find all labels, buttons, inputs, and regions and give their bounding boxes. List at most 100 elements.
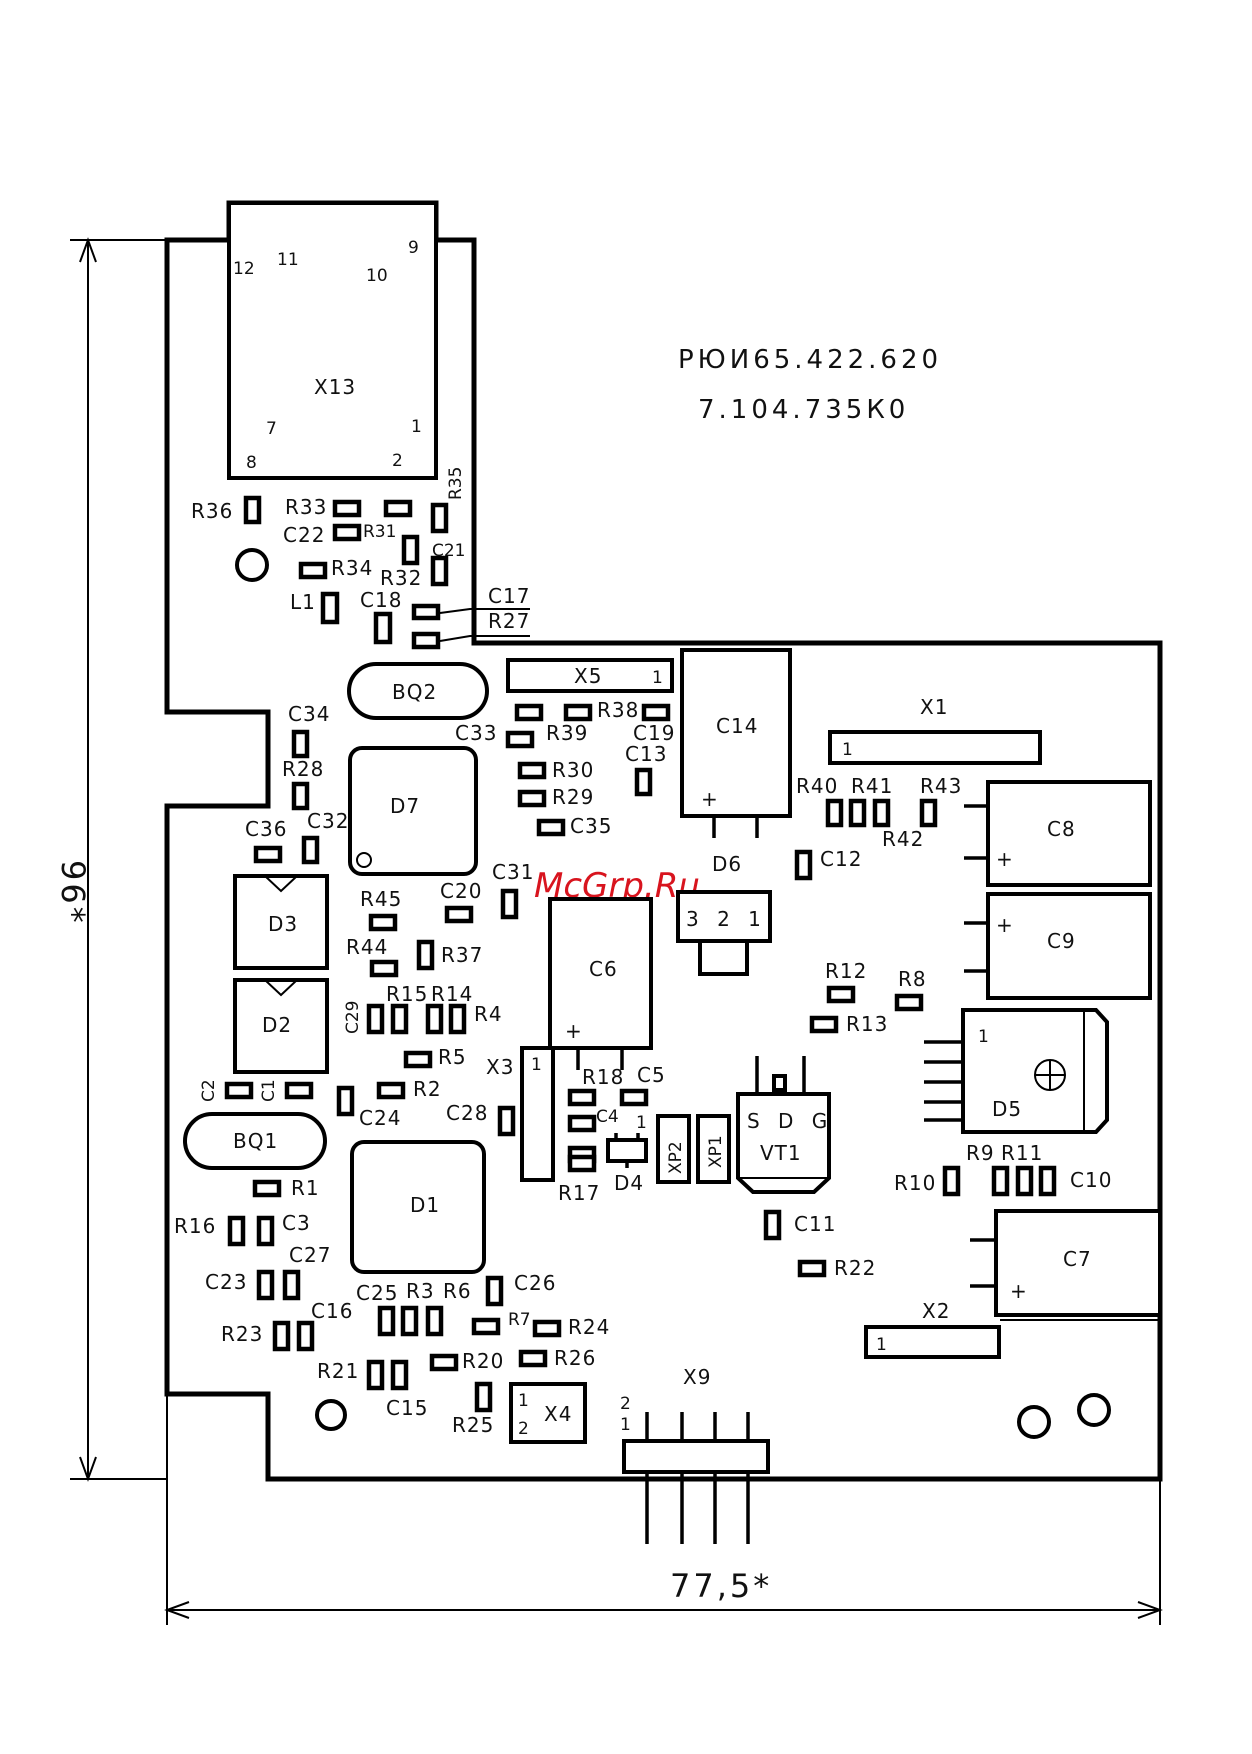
connector-x5 (506, 658, 674, 693)
x13-pin10: 10 (366, 266, 388, 286)
label-d6: D6 (712, 852, 742, 876)
pad-r43 (919, 798, 938, 828)
pad-c29 (366, 1003, 385, 1035)
pad-r9 (991, 1165, 1010, 1197)
label-r27: R27 (488, 609, 530, 633)
label-x9: X9 (683, 1365, 711, 1389)
label-r33: R33 (285, 495, 327, 519)
crystal-bq2 (347, 662, 489, 720)
mount-hole-2 (315, 1399, 347, 1431)
label-r34: R34 (331, 556, 373, 580)
pad-r28 (291, 781, 310, 811)
label-r10: R10 (894, 1171, 936, 1195)
label-r26: R26 (554, 1346, 596, 1370)
label-d4: D4 (614, 1171, 644, 1195)
connector-x9 (622, 1439, 770, 1474)
pad-r12 (826, 985, 856, 1004)
label-r43: R43 (920, 774, 962, 798)
pad-r42 (872, 798, 891, 828)
label-c32: C32 (307, 809, 349, 833)
x9-pin2: 2 (620, 1394, 631, 1414)
x2-pin1: 1 (876, 1335, 887, 1355)
pad-c13 (634, 767, 653, 797)
label-c26: C26 (514, 1271, 556, 1295)
label-c10: C10 (1070, 1168, 1112, 1192)
pad-r18 (567, 1088, 597, 1107)
pad-r29 (517, 789, 547, 808)
pad-r34 (298, 561, 328, 580)
label-r14: R14 (431, 982, 473, 1006)
connector-x3 (520, 1046, 555, 1182)
label-c33: C33 (455, 721, 497, 745)
pad-c35 (536, 818, 566, 837)
pad-r4 (448, 1003, 467, 1035)
label-r18: R18 (582, 1065, 624, 1089)
label-r16: R16 (174, 1214, 216, 1238)
drawing-code-line1: РЮИ65.422.620 (678, 345, 942, 375)
label-c19: C19 (633, 721, 675, 745)
pad-r26 (518, 1349, 548, 1368)
label-r6: R6 (443, 1279, 472, 1303)
cap-c8 (986, 780, 1152, 887)
pad-r23b (296, 1320, 315, 1352)
label-c31: C31 (492, 860, 534, 884)
pad-c19 (641, 703, 671, 722)
connector-x2 (864, 1325, 1001, 1359)
pad-c21 (401, 534, 420, 566)
pad-c4a (567, 1114, 597, 1133)
label-c24: C24 (359, 1106, 401, 1130)
label-r15: R15 (386, 982, 428, 1006)
leader-c17 (439, 608, 530, 614)
label-r9: R9 (966, 1141, 995, 1165)
label-r7: R7 (508, 1310, 531, 1330)
pad-r1 (252, 1179, 282, 1198)
dim-height-label: 96* (54, 860, 92, 926)
ic-d1 (350, 1140, 486, 1274)
pad-r44 (369, 959, 399, 978)
label-x4: X4 (544, 1402, 572, 1426)
label-c28: C28 (446, 1101, 488, 1125)
label-r29: R29 (552, 785, 594, 809)
x13-pin1: 1 (411, 417, 422, 437)
c14-plus: + (701, 787, 719, 811)
label-c25: C25 (356, 1281, 398, 1305)
label-c17: C17 (488, 584, 530, 608)
x13-pin9: 9 (408, 238, 419, 258)
x13-pin8: 8 (246, 453, 257, 473)
label-c12: C12 (820, 847, 862, 871)
label-r12: R12 (825, 959, 867, 983)
label-r2: R2 (413, 1077, 442, 1101)
pad-r36 (243, 495, 262, 525)
mount-hole-4 (1077, 1393, 1111, 1427)
label-c14: C14 (716, 714, 758, 738)
label-r21: R21 (317, 1359, 359, 1383)
label-c23: C23 (205, 1270, 247, 1294)
cap-c7 (994, 1209, 1162, 1317)
mount-hole-3 (1017, 1405, 1051, 1439)
x1-pin1: 1 (842, 740, 853, 760)
pad-r30 (517, 761, 547, 780)
label-c2: C2 (199, 1079, 219, 1102)
pad-r39a (514, 703, 544, 722)
pad-r15 (390, 1003, 409, 1035)
label-r24: R24 (568, 1315, 610, 1339)
cap-c14 (680, 648, 792, 818)
pad-r11 (1015, 1165, 1034, 1197)
pad-c32 (301, 835, 320, 865)
jumper-xp2 (656, 1114, 691, 1184)
drawing-code-line2: 7.104.735К0 (698, 395, 909, 425)
label-r17: R17 (558, 1181, 600, 1205)
label-r31: R31 (363, 522, 396, 542)
label-c27: C27 (289, 1243, 331, 1267)
pad-r20 (429, 1353, 459, 1372)
label-r41: R41 (851, 774, 893, 798)
label-d2: D2 (262, 1013, 292, 1037)
pad-r13 (809, 1015, 839, 1034)
label-c5: C5 (637, 1063, 666, 1087)
pad-r41 (848, 798, 867, 828)
label-r28: R28 (282, 757, 324, 781)
pad-r35 (430, 502, 449, 534)
dim-width-label: 77,5* (670, 1567, 772, 1605)
pad-r27 (411, 631, 441, 650)
label-c8: C8 (1047, 817, 1076, 841)
